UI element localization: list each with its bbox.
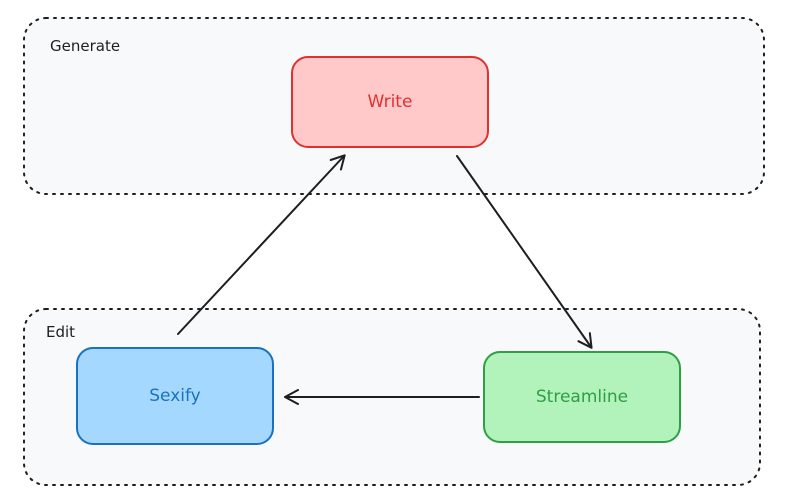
node-sexify[interactable]: Sexify (76, 347, 274, 445)
edge-write-to-streamline (456, 155, 593, 349)
group-edit-label: Edit (46, 323, 75, 341)
node-sexify-box (76, 347, 274, 445)
node-write[interactable]: Write (291, 56, 489, 148)
node-write-box (291, 56, 489, 148)
node-sexify-label: Sexify (149, 386, 200, 406)
node-streamline-box (483, 351, 681, 443)
node-streamline-label: Streamline (536, 387, 628, 407)
group-generate-label: Generate (50, 37, 120, 55)
node-write-label: Write (368, 92, 413, 112)
node-streamline[interactable]: Streamline (483, 351, 681, 443)
edge-sexify-to-write (177, 154, 346, 335)
